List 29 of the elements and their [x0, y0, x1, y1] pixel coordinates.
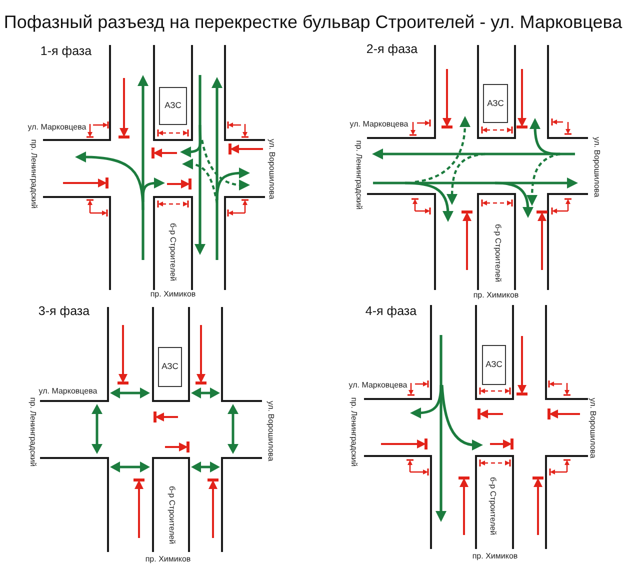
street-label: б-р Строителей	[166, 486, 176, 544]
street-label: б-р Строителей	[168, 222, 176, 282]
fuel-station-box: АЗС	[482, 345, 506, 385]
street-label: ул. Марковцева	[38, 388, 98, 396]
fuel-station-box: АЗС	[159, 87, 187, 125]
street-label: ул. Марковцева	[350, 120, 408, 130]
fuel-station-box: АЗС	[483, 84, 508, 123]
phase-heading: 1-я фаза	[40, 45, 92, 59]
street-label: ул. Ворошилова	[266, 138, 276, 200]
street-label: пр. Химиков	[145, 556, 191, 564]
fuel-station-box: АЗС	[158, 347, 182, 387]
phase-heading: 2-я фаза	[366, 43, 418, 57]
street-label: пр. Химиков	[472, 552, 518, 562]
street-label: пр. Химиков	[150, 290, 196, 300]
street-label: ул. Ворошилова	[266, 400, 274, 462]
street-label: пр. Ленинградский	[28, 397, 36, 467]
street-label: пр. Ленинградский	[28, 139, 38, 209]
phase-heading: 3-я фаза	[38, 305, 90, 319]
phase-heading: 4-я фаза	[365, 305, 417, 319]
diagram-title: Пофазный разъезд на перекрестке бульвар Строителей - ул. Марковцева	[4, 13, 622, 33]
street-label: ул. Марковцева	[28, 124, 86, 132]
street-label: ул. Марковцева	[348, 382, 408, 390]
street-label: пр. Химиков	[473, 292, 519, 300]
street-label: ул. Ворошилова	[588, 398, 596, 458]
street-label: пр. Ленинградский	[354, 140, 362, 210]
street-label: б-р Строителей	[488, 476, 496, 536]
street-label: б-р Строителей	[492, 224, 502, 282]
street-label: пр. Ленинградский	[348, 397, 358, 467]
street-label: ул. Ворошилова	[592, 136, 600, 198]
